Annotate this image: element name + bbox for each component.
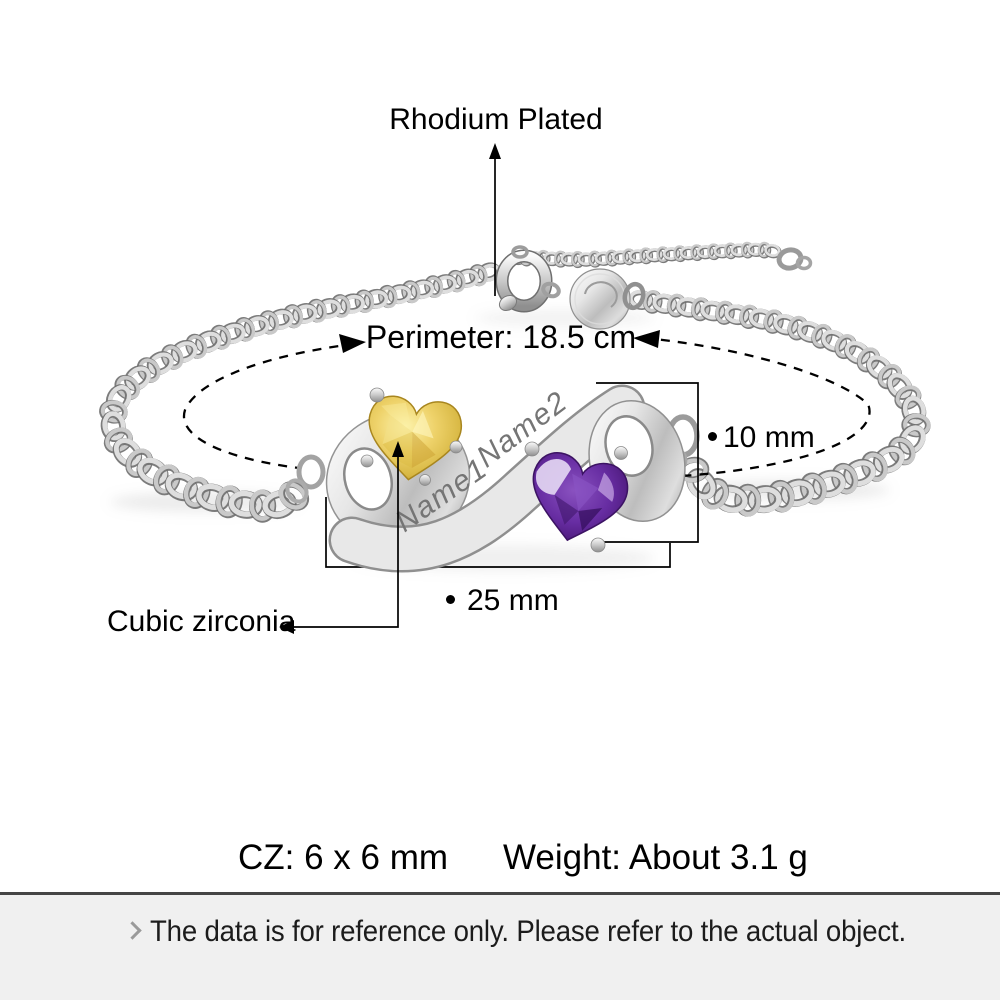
infinity-pendant: Name1 Name2	[325, 384, 686, 573]
yellow-gem-prongs	[360, 387, 463, 486]
rhodium-callout	[489, 143, 501, 296]
disc-jump-ring	[622, 281, 646, 311]
perimeter-arc-left	[182, 342, 356, 470]
clasp-nub	[498, 294, 518, 312]
stone-material-label: Cubic zirconia	[107, 605, 296, 638]
clasp-assembly	[495, 245, 813, 330]
clasp-connector-ring	[541, 281, 561, 299]
arrowhead-right-icon	[339, 334, 366, 353]
measurement-box-25mm	[325, 497, 671, 568]
arrowhead-left-icon	[633, 330, 660, 348]
pendant-left-loop-hole	[343, 447, 393, 511]
arrowhead-left2-icon	[279, 620, 294, 634]
pendant-height-label: 10 mm	[723, 421, 815, 454]
disclaimer-text: The data is for reference only. Please r…	[150, 915, 906, 948]
measurement-lines	[325, 382, 699, 568]
pendant-left-jump-ring	[296, 454, 326, 490]
adjuster-disc-engraving	[584, 281, 618, 308]
extender-end-ring-small	[795, 255, 813, 271]
perimeter-label: Perimeter: 18.5 cm	[365, 319, 637, 355]
arrowhead-up2-icon	[489, 143, 501, 159]
perimeter-arrowheads	[339, 330, 660, 353]
measurement-box-10mm	[594, 382, 699, 543]
adjuster-disc	[569, 268, 631, 330]
bullet-10mm	[708, 432, 717, 441]
perimeter-arc-right	[643, 336, 871, 479]
chevron-right-icon	[123, 921, 142, 940]
cubic-zirconia-callout	[279, 441, 404, 634]
bullet-25mm	[446, 595, 455, 604]
purple-gem-prongs	[524, 441, 628, 553]
pendant-left-sublink	[285, 478, 309, 504]
clasp-top-ring	[511, 245, 529, 259]
plating-label: Rhodium Plated	[389, 103, 603, 136]
purple-heart-gem	[520, 447, 634, 552]
pendant-band	[331, 387, 643, 571]
cz-size-spec: CZ: 6 x 6 mm	[238, 838, 449, 877]
weight-spec: Weight: About 3.1 g	[503, 838, 808, 877]
pendant-width-label: 25 mm	[467, 584, 559, 617]
arrowhead-up-icon	[392, 441, 404, 457]
perimeter-dashed-ellipse	[182, 336, 871, 479]
pendant-right-loop-hole	[604, 415, 654, 477]
disclaimer-bar: The data is for reference only. Please r…	[0, 892, 1000, 1000]
bracelet-chain	[99, 241, 931, 523]
